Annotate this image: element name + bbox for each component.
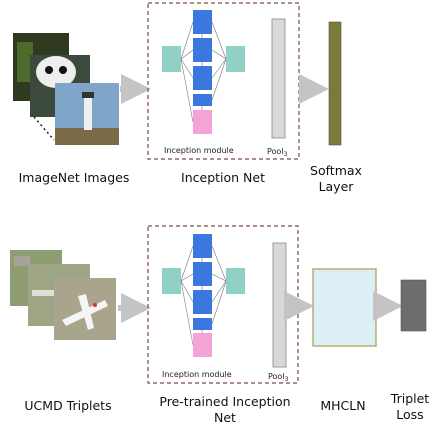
airplane-wings: [78, 294, 94, 330]
filter-concat-left: [162, 46, 181, 72]
pool3-label-top: Pool3: [267, 147, 288, 158]
pool3-bar-top: [271, 18, 286, 139]
panda-face: [36, 56, 76, 88]
airplane-tail-mark: [93, 303, 97, 307]
softmax-layer-bar: [328, 21, 342, 146]
inception-module-label-top: Inception module: [164, 146, 234, 155]
module-connections: [180, 245, 227, 346]
pool3-bar-bottom: [272, 242, 287, 368]
filter-concat-left: [162, 268, 181, 294]
ucmd-triplet-stack: [10, 250, 116, 340]
module-connections: [180, 21, 227, 123]
filter-concat-right: [226, 268, 245, 294]
inception-module-bottom: [162, 234, 245, 357]
filter-concat-right: [226, 46, 245, 72]
pool-block: [193, 333, 212, 357]
conv-block-3: [193, 66, 212, 90]
panda-eye-left: [45, 66, 53, 74]
inception-net-box: [147, 2, 300, 160]
conv-block-2: [193, 38, 212, 62]
pool3-label-bottom: Pool3: [268, 372, 289, 383]
pretrained-inception-net-box: [147, 225, 299, 384]
inception-module-top: [162, 10, 245, 134]
triplet-loss-block: [400, 279, 427, 332]
ucmd-triplets-label: UCMD Triplets: [24, 398, 112, 413]
conv-block-1: [193, 10, 212, 34]
inception-net-label: Inception Net: [181, 170, 265, 185]
stack-dots: [33, 116, 55, 141]
conv-block-4: [193, 94, 212, 106]
mhcln-block: [312, 268, 377, 347]
pretrained-inception-net-label: Pre-trained Inception Net: [159, 394, 291, 425]
pool-block: [193, 110, 212, 134]
conv-block-3: [193, 290, 212, 314]
conv-block-4: [193, 318, 212, 330]
lighthouse-tower: [84, 96, 92, 130]
image-back-foliage: [17, 42, 33, 82]
conv-block-1: [193, 234, 212, 258]
mhcln-label: MHCLN: [320, 398, 366, 413]
softmax-layer-label: Softmax Layer: [310, 163, 362, 194]
imagenet-images-stack: [13, 33, 119, 145]
inception-module-label-bottom: Inception module: [162, 370, 232, 379]
panda-eye-right: [59, 66, 67, 74]
lighthouse-lamp: [82, 92, 94, 98]
aerial-building: [14, 256, 30, 266]
imagenet-images-label: ImageNet Images: [18, 170, 130, 185]
conv-block-2: [193, 262, 212, 286]
triplet-loss-label: Triplet Loss: [390, 391, 430, 422]
lighthouse-ground: [55, 128, 119, 145]
